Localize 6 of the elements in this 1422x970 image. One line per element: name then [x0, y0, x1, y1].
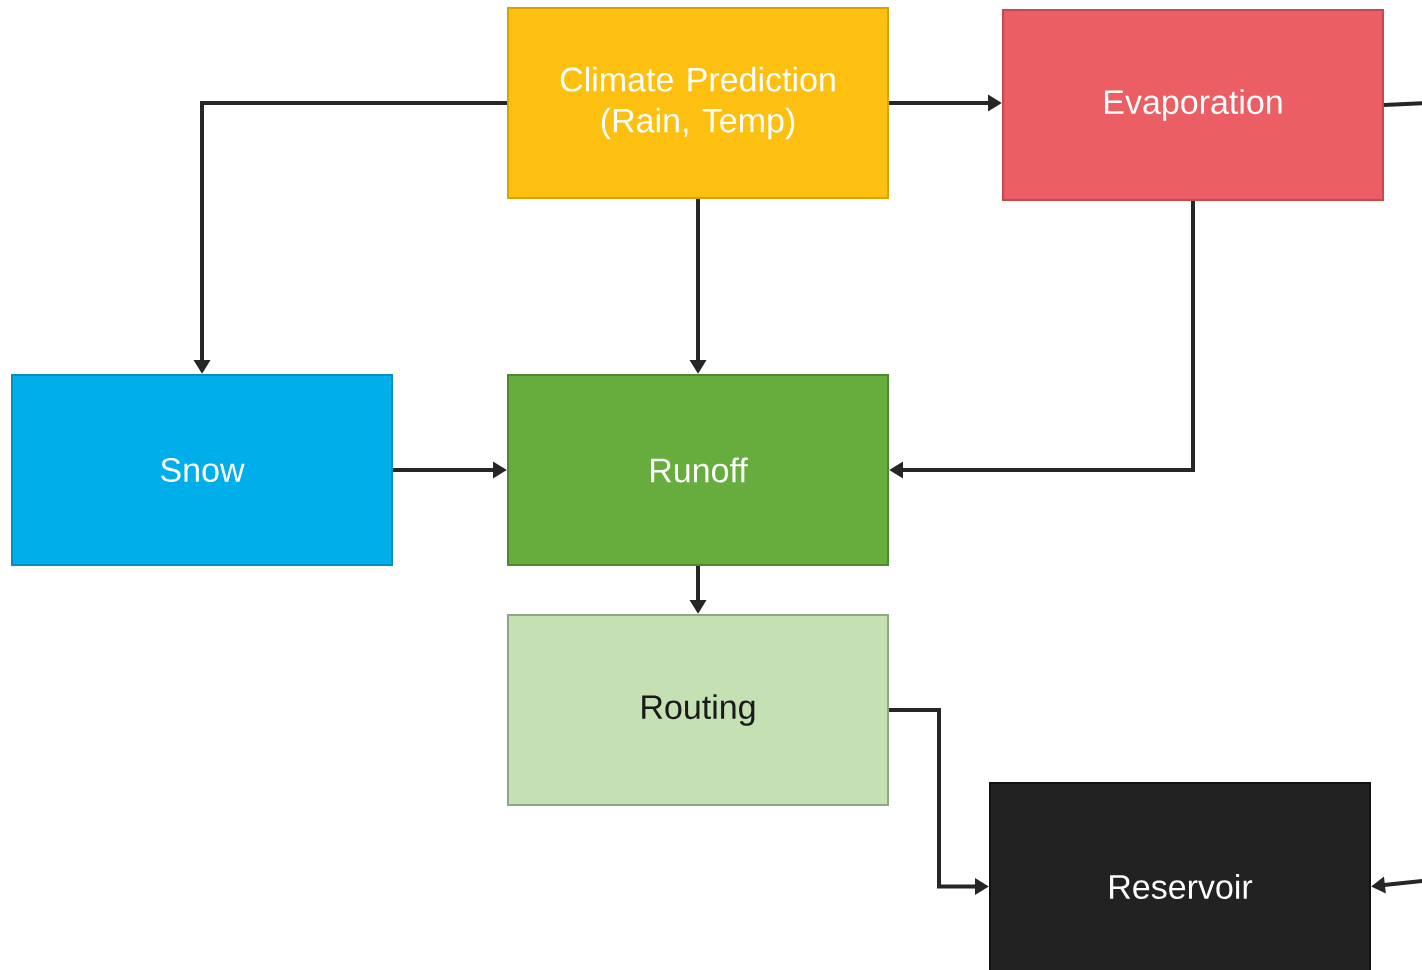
process-box: Snow	[11, 374, 393, 566]
process-box: Climate Prediction (Rain, Temp)	[507, 7, 889, 199]
process-box: Evaporation	[1002, 9, 1384, 201]
process-box: Routing	[507, 614, 889, 806]
process-box: Runoff	[507, 374, 889, 566]
process-box: Reservoir	[989, 782, 1371, 970]
